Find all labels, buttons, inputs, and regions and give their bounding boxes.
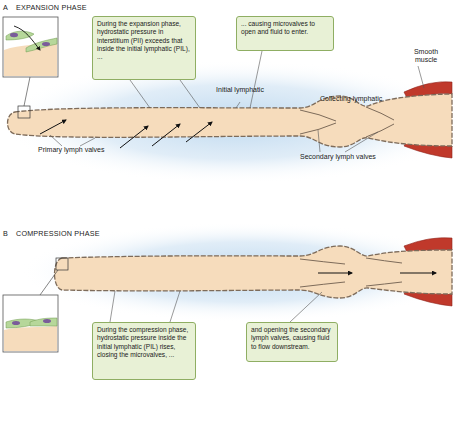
cell-nucleus (10, 33, 18, 37)
callout-box: and opening the secondary lymph valves, … (246, 322, 338, 362)
cell-nucleus (12, 321, 20, 325)
inflow-arrow (152, 124, 180, 146)
leader-line (250, 51, 262, 108)
leader-line (236, 102, 240, 108)
lymphatic-vessel (55, 246, 453, 298)
lymphatic-vessel (8, 94, 453, 147)
inset-marker (56, 258, 68, 270)
part-label: Primary lymph valves (38, 146, 105, 154)
callout-text: and opening the secondary lymph valves, … (251, 326, 333, 351)
part-label: Collecting lymphatic (320, 95, 382, 103)
inflow-arrow (120, 126, 148, 148)
callout-box: During the expansion phase, hydrostatic … (92, 16, 196, 80)
callout-text: During the expansion phase, hydrostatic … (97, 20, 191, 62)
leader-line (24, 77, 30, 106)
leader-line (170, 291, 180, 322)
leader-line (180, 80, 200, 108)
inset-frame (3, 295, 58, 352)
callout-text: ... causing microvalves to open and flui… (241, 20, 329, 37)
callout-box: During the compression phase, hydrostati… (92, 322, 196, 380)
part-label: Secondary lymph valves (300, 153, 376, 161)
endothelial-cell (26, 38, 57, 52)
secondary-valve (366, 107, 394, 120)
secondary-valve (366, 124, 394, 137)
inflow-arrow (40, 120, 66, 134)
panel-title: COMPRESSION PHASE (16, 230, 100, 239)
secondary-valve (300, 259, 345, 264)
leader-line (290, 292, 322, 322)
part-label: Smooth muscle (404, 48, 448, 65)
leader-line (40, 270, 58, 295)
inflow-arrow (186, 122, 212, 142)
leader-line (418, 66, 424, 88)
inset-lumen (4, 326, 57, 351)
leader-line (110, 291, 115, 322)
interstitium-glow (0, 60, 457, 184)
endothelial-cell (30, 318, 57, 326)
part-label: Initial lymphatic (214, 86, 266, 94)
leader-line (50, 135, 62, 146)
cell-nucleus (42, 42, 50, 46)
secondary-valve (300, 282, 345, 287)
secondary-valve (366, 258, 402, 263)
flow-arrow (400, 273, 436, 274)
leader-line (80, 138, 95, 146)
panel-letter: A (3, 4, 8, 13)
callout-box: ... causing microvalves to open and flui… (236, 16, 334, 51)
cell-nucleus (43, 319, 51, 323)
secondary-valve (366, 282, 402, 286)
inset-marker (18, 106, 30, 118)
secondary-valve (300, 110, 336, 121)
callout-text: During the compression phase, hydrostati… (97, 326, 191, 359)
panel-title: EXPANSION PHASE (16, 4, 87, 13)
endothelial-cell (6, 31, 34, 40)
leader-line (130, 80, 150, 108)
inset-frame (3, 17, 58, 77)
leader-line (318, 130, 320, 152)
flow-arrow (14, 26, 40, 50)
flow-arrow (318, 273, 352, 274)
panel-letter: B (3, 230, 8, 239)
leader-line (345, 132, 378, 152)
